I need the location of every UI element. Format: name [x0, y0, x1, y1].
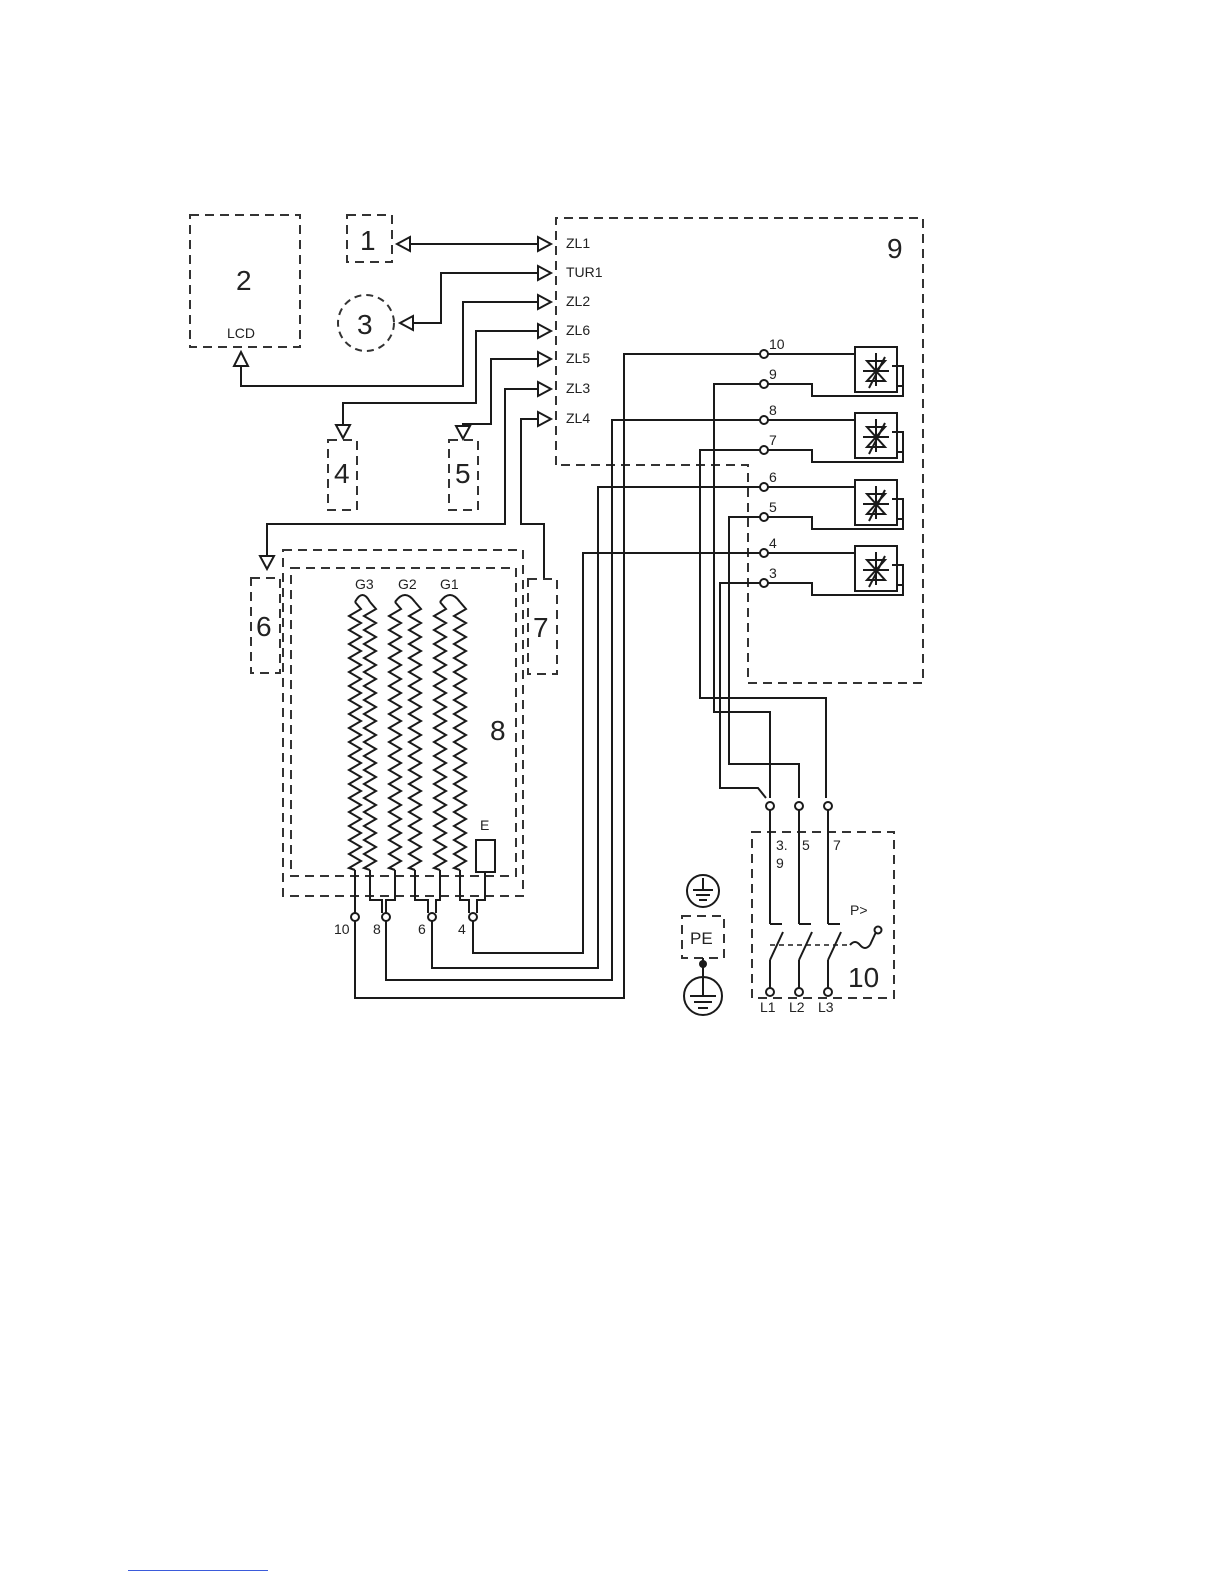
- heater-coil-loop: [355, 595, 370, 602]
- input-zl2: ZL2: [566, 293, 590, 309]
- breaker-label-9: 9: [776, 855, 784, 871]
- block-6-number: 6: [256, 611, 272, 642]
- thyristor-module: [768, 413, 903, 462]
- breaker-output-l3: [824, 988, 832, 996]
- sensor-e: [476, 840, 495, 872]
- heater-terminal-4-label: 4: [458, 921, 466, 937]
- block-10-number: 10: [848, 962, 879, 993]
- terminal-5-label: 5: [769, 499, 777, 515]
- coil-terminal-links: [355, 870, 485, 913]
- line-l2-label: L2: [789, 999, 805, 1015]
- controller-terminals: [760, 350, 768, 587]
- block-5-arrow: [456, 426, 470, 439]
- heater-coil-strand: [364, 602, 376, 870]
- line-l1-label: L1: [760, 999, 776, 1015]
- heater-coils: [349, 595, 466, 870]
- heater-terminal-6: [428, 913, 436, 921]
- heater-terminal-4: [469, 913, 477, 921]
- input-zl4: ZL4: [566, 410, 590, 426]
- heater-coil-loop: [440, 595, 460, 602]
- terminal-9-label: 9: [769, 366, 777, 382]
- line-l3-label: L3: [818, 999, 834, 1015]
- breaker-label-5: 5: [802, 837, 810, 853]
- heater-terminal-10: [351, 913, 359, 921]
- heater-terminal-10-label: 10: [334, 921, 350, 937]
- terminal-4-label: 4: [769, 535, 777, 551]
- block-7-number: 7: [533, 612, 549, 643]
- heater-coil-strand: [434, 602, 446, 870]
- heater-terminal-8-label: 8: [373, 921, 381, 937]
- block-3-number: 3: [357, 309, 373, 340]
- terminal-10-label: 10: [769, 336, 785, 352]
- input-zl5: ZL5: [566, 350, 590, 366]
- block-1-arrow: [397, 237, 410, 251]
- breaker-label-7: 7: [833, 837, 841, 853]
- input-zl1: ZL1: [566, 235, 590, 251]
- thyristor-module: [768, 347, 903, 396]
- thyristor-modules: [768, 347, 903, 595]
- block-2-lcd-label: LCD: [227, 325, 255, 341]
- input-tur1: TUR1: [566, 264, 603, 280]
- input-zl3: ZL3: [566, 380, 590, 396]
- sensor-e-label: E: [480, 817, 489, 833]
- block-4-number: 4: [334, 458, 350, 489]
- terminal-6-label: 6: [769, 469, 777, 485]
- block-1-number: 1: [360, 225, 376, 256]
- heater-terminal-8: [382, 913, 390, 921]
- block-8-number: 8: [490, 715, 506, 746]
- heater-group-g1: G1: [440, 576, 459, 592]
- terminal-7-label: 7: [769, 432, 777, 448]
- pe-label: PE: [690, 929, 713, 948]
- terminal-3-label: 3: [769, 565, 777, 581]
- input-arrows: [538, 237, 551, 426]
- breaker-label-3: 3.: [776, 837, 788, 853]
- heater-terminal-6-label: 6: [418, 921, 426, 937]
- input-zl6: ZL6: [566, 322, 590, 338]
- terminal-8-label: 8: [769, 402, 777, 418]
- block-5-number: 5: [455, 458, 471, 489]
- footer-link-underline: [128, 1570, 268, 1571]
- breaker-input-3: [824, 802, 832, 810]
- heater-group-g3: G3: [355, 576, 374, 592]
- thyristor-module: [768, 546, 903, 595]
- block-3-arrow: [400, 316, 413, 330]
- pe-junction: [699, 960, 707, 968]
- breaker-input-1: [766, 802, 774, 810]
- heater-coil-strand: [454, 602, 466, 870]
- block-4-arrow: [336, 425, 350, 438]
- block-2-number: 2: [236, 265, 252, 296]
- heater-group-g2: G2: [398, 576, 417, 592]
- breaker-protection-label: P>: [850, 902, 868, 918]
- heater-coil-strand: [409, 602, 421, 870]
- ground-bottom-icon: [684, 977, 722, 1015]
- breaker-output-l1: [766, 988, 774, 996]
- thyristor-module: [768, 480, 903, 529]
- breaker-output-l2: [795, 988, 803, 996]
- heater-coil-loop: [395, 595, 415, 602]
- block-6-arrow: [260, 556, 274, 569]
- lcd-arrow: [234, 352, 248, 366]
- block-9-number: 9: [887, 233, 903, 264]
- heater-coil-strand: [349, 602, 361, 870]
- ground-top-icon: [687, 875, 719, 907]
- breaker-input-2: [795, 802, 803, 810]
- heater-coil-strand: [389, 602, 401, 870]
